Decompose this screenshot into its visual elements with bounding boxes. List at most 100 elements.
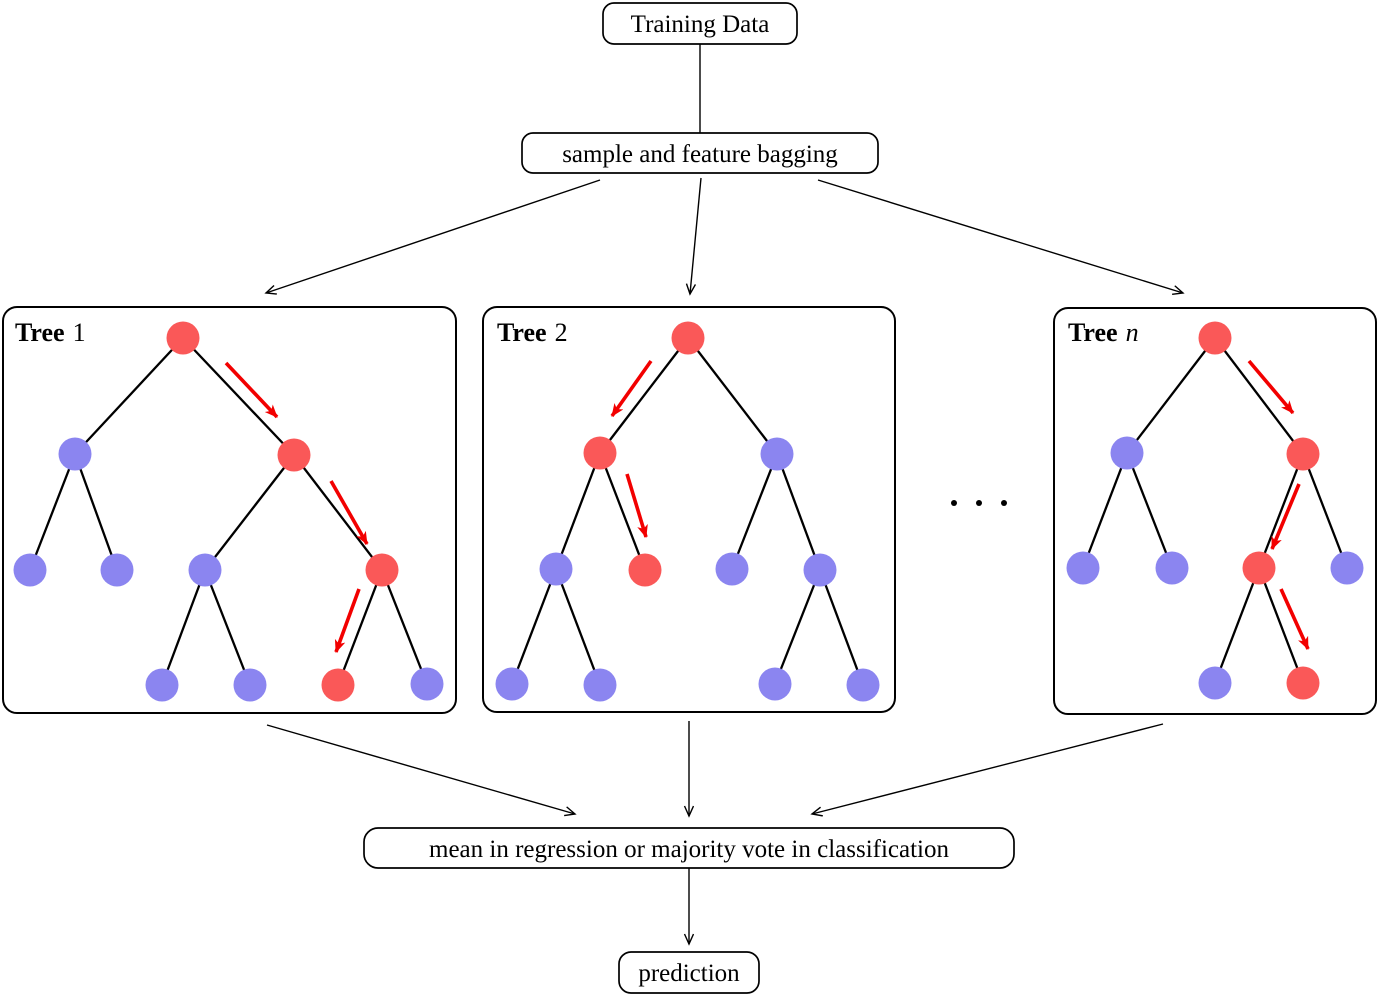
- treen-node-rl-red: [1242, 551, 1276, 585]
- tree1-node-lr-blue: [100, 553, 134, 587]
- tree1-node-l-blue: [58, 437, 92, 471]
- bagging-box: sample and feature bagging: [521, 132, 879, 174]
- tree1-edge-rr-rrl: [336, 569, 384, 686]
- tree1-edge-root-l: [74, 337, 184, 455]
- tree2-node-r-blue: [760, 437, 794, 471]
- arrow-bagging-to-treen: [817, 179, 1183, 293]
- tree-nodes-layer: [13, 321, 1364, 702]
- aggregate-label: mean in regression or majority vote in c…: [429, 836, 949, 863]
- tree1-edge-l-lr: [73, 453, 119, 571]
- tree1-node-root-red: [166, 321, 200, 355]
- treen-node-rll-blue: [1198, 666, 1232, 700]
- treen-edge-l-ll: [1081, 452, 1129, 569]
- tree1-node-rrl-red: [321, 668, 355, 702]
- bagging-label: sample and feature bagging: [562, 141, 838, 168]
- ellipsis-dot-3: [1001, 500, 1007, 506]
- tree2-node-rr-blue: [803, 553, 837, 587]
- tree1-node-rll-blue: [145, 668, 179, 702]
- treen-node-lr-blue: [1155, 551, 1189, 585]
- tree2-node-l-red: [583, 436, 617, 470]
- treen-path-arrow-1: [1247, 359, 1295, 415]
- tree2-panel: Tree 2: [482, 306, 896, 713]
- treen-edge-l-lr: [1125, 452, 1174, 569]
- treen-node-l-blue: [1110, 436, 1144, 470]
- tree2-edge-r-rl: [730, 453, 779, 570]
- tree1-path-arrow-2: [329, 480, 369, 545]
- tree2-path-arrow-2: [625, 473, 648, 538]
- tree1-node-ll-blue: [13, 553, 47, 587]
- tree1-node-rl-blue: [188, 553, 222, 587]
- treen-node-rlr-red: [1286, 666, 1320, 700]
- tree1-edge-rl-rll: [160, 569, 207, 686]
- treen-node-root-red: [1198, 321, 1232, 355]
- treen-node-ll-blue: [1066, 551, 1100, 585]
- treen-path-arrow-3: [1279, 588, 1310, 650]
- tree2-node-rrl-blue: [758, 667, 792, 701]
- tree2-label: Tree 2: [497, 318, 568, 347]
- tree2-node-root-red: [671, 321, 705, 355]
- flow-arrows-layer: [266, 44, 1183, 944]
- ellipsis-dots: [951, 500, 1007, 506]
- tree2-edge-root-r: [687, 337, 778, 455]
- prediction-box: prediction: [618, 951, 760, 994]
- tree1-label-prefix: Tree: [15, 318, 65, 347]
- prediction-label: prediction: [638, 960, 740, 987]
- tree2-node-rrr-blue: [846, 668, 880, 702]
- tree1-edge-r-rl: [204, 454, 295, 571]
- tree2-edge-l-ll: [554, 452, 602, 570]
- tree2-edge-ll-llr: [554, 568, 602, 686]
- treen-edge-r-rr: [1301, 453, 1349, 569]
- tree2-node-lll-blue: [495, 667, 529, 701]
- tree2-edge-ll-lll: [510, 568, 558, 685]
- arrow-bagging-to-tree2: [690, 177, 702, 294]
- treen-panel-frame: [1053, 307, 1377, 715]
- tree1-node-rlr-blue: [233, 668, 267, 702]
- tree2-node-lr-red: [628, 553, 662, 587]
- tree1-edge-root-r: [182, 337, 295, 456]
- tree1-node-rrr-blue: [410, 667, 444, 701]
- treen-node-r-red: [1286, 437, 1320, 471]
- prediction-box-frame: [618, 951, 760, 994]
- tree-edges-layer: [28, 337, 1349, 686]
- training-data-label: Training Data: [631, 11, 770, 38]
- ellipsis-dot-1: [951, 500, 957, 506]
- decision-path-arrows-layer: [224, 359, 1310, 653]
- tree2-label-prefix: Tree: [497, 318, 547, 347]
- treen-edge-rl-rll: [1213, 567, 1261, 684]
- treen-edge-root-l: [1126, 337, 1216, 454]
- tree1-edge-rl-rlr: [203, 569, 252, 686]
- training-data-box: Training Data: [602, 2, 798, 45]
- tree2-edge-rr-rrr: [818, 569, 865, 686]
- tree1-edge-rr-rrr: [380, 569, 429, 685]
- tree1-path-arrow-3: [334, 588, 361, 653]
- tree2-label-suffix: 2: [555, 318, 568, 347]
- treen-label-suffix: n: [1126, 318, 1139, 347]
- aggregate-box: mean in regression or majority vote in c…: [363, 827, 1015, 869]
- aggregate-box-frame: [363, 827, 1015, 869]
- tree2-path-arrow-1: [610, 359, 653, 418]
- treen-label-prefix: Tree: [1068, 318, 1118, 347]
- treen-edge-root-r: [1214, 337, 1304, 455]
- ellipsis-dot-2: [976, 500, 982, 506]
- tree2-edge-root-l: [599, 337, 689, 454]
- tree2-node-rl-blue: [715, 552, 749, 586]
- treen-edge-rl-rlr: [1257, 567, 1305, 684]
- bagging-box-frame: [521, 132, 879, 174]
- training-data-box-frame: [602, 2, 798, 45]
- tree2-edge-r-rr: [775, 453, 822, 571]
- arrow-tree1-to-aggregate: [266, 724, 575, 814]
- tree2-panel-frame: [482, 306, 896, 713]
- tree1-path-arrow-1: [224, 361, 279, 419]
- tree2-node-ll-blue: [539, 552, 573, 586]
- tree2-node-llr-blue: [583, 668, 617, 702]
- treen-path-arrow-2: [1270, 483, 1301, 550]
- tree2-edge-rr-rrl: [773, 569, 822, 685]
- tree1-node-r-red: [277, 438, 311, 472]
- tree1-node-rr-red: [365, 553, 399, 587]
- treen-edge-r-rl: [1257, 453, 1305, 569]
- tree1-edge-l-ll: [28, 453, 77, 571]
